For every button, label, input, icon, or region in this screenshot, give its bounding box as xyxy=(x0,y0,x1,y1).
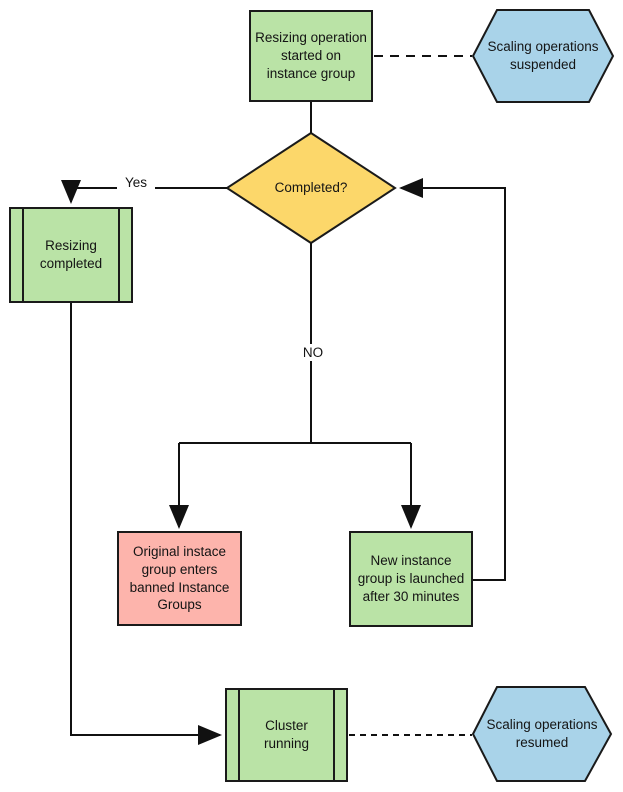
cluster-running-node: Cluster running xyxy=(225,688,348,782)
new-group-node: New instance group is launched after 30 … xyxy=(349,531,473,627)
suspended-label: Scaling operations suspended xyxy=(487,39,599,72)
yes-edge-label: Yes xyxy=(117,174,155,191)
edge-new-group-to-decision xyxy=(399,178,506,581)
no-edge-label: NO xyxy=(295,344,331,361)
suspended-hexagon-shape xyxy=(471,9,615,103)
edge-resizing-to-cluster xyxy=(70,303,222,745)
start-node: Resizing operation started on instance g… xyxy=(249,10,373,102)
banned-group-node: Original instace group enters banned Ins… xyxy=(117,531,242,626)
resumed-hexagon-shape xyxy=(471,686,613,782)
edge-decision-yes xyxy=(61,180,227,204)
decision-label: Completed? xyxy=(274,180,348,196)
resizing-completed-node: Resizing completed xyxy=(9,207,133,303)
resumed-label: Scaling operations resumed xyxy=(486,717,598,750)
